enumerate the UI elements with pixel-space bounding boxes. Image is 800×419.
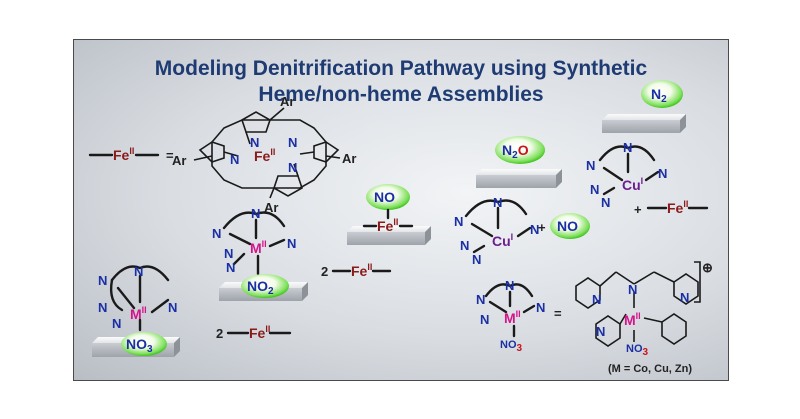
c4-n-3: N [658,166,667,181]
step-4 [476,169,562,188]
c5-n-3: N [536,300,545,315]
n2-bubble [641,80,683,108]
cu-complex-upper: N N N N N CuI [586,140,667,210]
n2-product: N2 [641,80,683,108]
plus-fe-upper: + FeII [634,199,709,217]
svg-text:N2O: N2O [502,142,529,161]
c3-n-5: N [472,252,481,267]
c5-n-4: N [480,312,489,327]
tpa-n-py2: N [680,290,689,305]
cu-complex-lower: N N N N N CuI [454,195,539,267]
svg-text:MII: MII [130,305,147,322]
svg-text:2: 2 [321,264,328,279]
svg-text:NO2: NO2 [247,278,274,297]
figure-frame: Modeling Denitrification Pathway using S… [73,39,729,381]
tpa-n-py3: N [596,324,605,339]
fe-no-complex: NO FeII [362,184,414,234]
porph-n-3: N [230,152,239,167]
metals-note: (M = Co, Cu, Zn) [608,363,692,375]
svg-text:FeII: FeII [113,146,134,163]
c3-n-3: N [530,222,539,237]
ar-right: Ar [342,151,356,166]
charge-symbol: ⊕ [702,260,713,275]
ar-top: Ar [280,94,294,109]
no2-bubble [241,274,289,298]
n2o-bubble [495,136,545,164]
porph-n-2: N [288,135,297,150]
c4-n-5: N [601,195,610,210]
fe-legend: FeII = [88,146,174,163]
c2-n-1: N [212,226,221,241]
no3-bubble [121,332,167,356]
equals-sign: = [166,148,174,163]
c1-n-2: N [134,264,143,279]
no-bubble-free [550,213,590,239]
svg-text:FeII: FeII [377,217,398,234]
c5-n-1: N [476,292,485,307]
two-fe-upper: 2 FeII [321,262,392,279]
svg-text:FeII: FeII [351,262,372,279]
c1-n-5: N [168,300,177,315]
c3-n-4: N [460,238,469,253]
title-line-1: Modeling Denitrification Pathway using S… [155,57,648,80]
c3-n-1: N [454,214,463,229]
svg-text:MII: MII [504,309,521,326]
tpa-n-py1: N [592,292,601,307]
svg-text:2: 2 [216,326,223,341]
svg-text:+: + [634,202,642,217]
c2-n-5: N [226,260,235,275]
ar-left: Ar [172,153,186,168]
svg-text:=: = [554,306,562,321]
c4-n-4: N [590,182,599,197]
step-5 [602,114,686,133]
ar-bottom: Ar [264,200,278,215]
c2-n-2: N [251,206,260,221]
c4-n-2: N [623,140,632,155]
tpa-n-amine: N [628,282,637,297]
svg-text:CuI: CuI [622,176,643,193]
svg-text:NO: NO [557,218,578,234]
c2-n-4: N [224,246,233,261]
svg-text:N2: N2 [651,86,667,105]
svg-text:NO3: NO3 [126,336,153,355]
porph-n-1: N [250,135,259,150]
no-free: NO [550,213,590,239]
pathway-diagram: Modeling Denitrification Pathway using S… [88,57,713,375]
title-line-2: Heme/non-heme Assemblies [258,83,543,106]
two-fe-lower: 2 FeII [216,324,292,341]
c1-n-1: N [98,273,107,288]
porph-fe: FeII [254,147,275,164]
svg-text:MII: MII [624,311,641,328]
porph-n-4: N [288,160,297,175]
complex-m-no3: N N N N N MII NO3 [98,264,177,356]
svg-text:NO3: NO3 [626,343,649,358]
svg-text:NO: NO [374,189,395,205]
porphyrin-structure: Ar Ar Ar Ar N N N N FeII [172,94,356,215]
svg-text:FeII: FeII [667,199,688,216]
ligand-legend: N N N N MII NO3 = N N N N MII NO3 [476,260,713,375]
n2o-product: N2O [495,136,545,164]
svg-text:CuI: CuI [492,232,513,249]
complex-m-no2: N N N N N MII NO2 [212,206,296,298]
step-3 [347,226,431,245]
svg-text:MII: MII [250,239,267,256]
c5-n-2: N [505,278,514,293]
no-bubble-fe [366,184,410,210]
c3-n-2: N [493,195,502,210]
c2-n-3: N [287,236,296,251]
c1-n-3: N [98,300,107,315]
c1-n-4: N [112,316,121,331]
c4-n-1: N [586,158,595,173]
plus-1: + [538,220,546,235]
svg-text:NO3: NO3 [500,339,523,354]
tpa-ligand: N N N N MII NO3 ⊕ [575,260,713,358]
svg-text:FeII: FeII [249,324,270,341]
